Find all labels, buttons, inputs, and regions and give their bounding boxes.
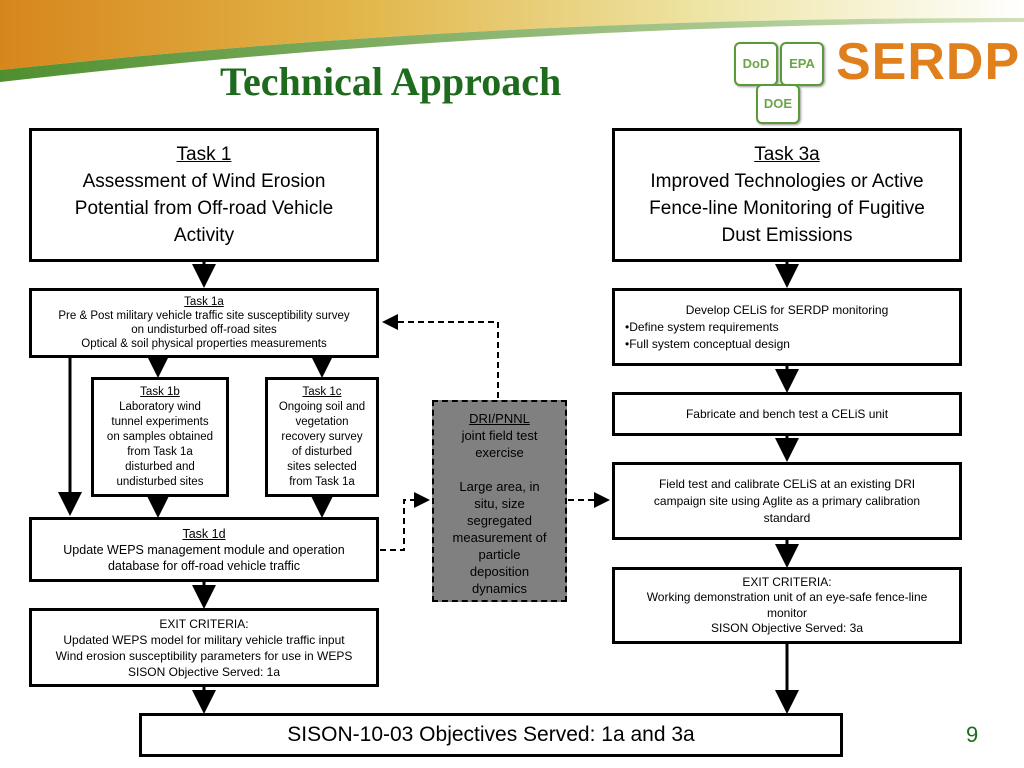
task1c-line: Ongoing soil and [278, 400, 366, 413]
dri-pnnl-line: joint field test [461, 428, 538, 443]
task1-line: Activity [173, 225, 235, 246]
page-title: Technical Approach [220, 59, 562, 104]
dri-pnnl-line: deposition [469, 564, 530, 579]
logo-serdp-text: SERDP [836, 33, 1021, 91]
left-exit-line: Updated WEPS model for military vehicle … [63, 632, 345, 647]
field-test-box: Field test and calibrate CELiS at an exi… [612, 462, 962, 540]
header-swoosh [0, 0, 1024, 82]
right-exit-line: Working demonstration unit of an eye-saf… [646, 590, 928, 604]
task1b-box: Task 1b Laboratory wind tunnel experimen… [91, 377, 229, 497]
task1a-line: Pre & Post military vehicle traffic site… [58, 310, 350, 322]
task1d-line: database for off-road vehicle traffic [107, 558, 300, 573]
task3a-label: Task 3a [754, 144, 820, 165]
dri-pnnl-line: situ, size [474, 496, 525, 511]
dri-pnnl-line: segregated [466, 513, 533, 528]
task1-box: Task 1 Assessment of Wind Erosion Potent… [29, 128, 379, 262]
dri-pnnl-line: dynamics [472, 581, 527, 596]
develop-bullet: •Define system requirements [625, 319, 779, 334]
task1b-line: Laboratory wind [119, 400, 201, 413]
left-exit-line: Wind erosion susceptibility parameters f… [55, 648, 353, 663]
right-exit-line: SISON Objective Served: 3a [710, 621, 864, 635]
right-exit-criteria-box: EXIT CRITERIA: Working demonstration uni… [612, 567, 962, 644]
field-line: Field test and calibrate CELiS at an exi… [658, 476, 916, 491]
task1c-line: recovery survey [281, 430, 363, 443]
develop-celis-box: Develop CELiS for SERDP monitoring •Defi… [612, 288, 962, 366]
task1b-line: from Task 1a [127, 445, 193, 458]
task1a-box: Task 1a Pre & Post military vehicle traf… [29, 288, 379, 358]
task1b-line: undisturbed sites [116, 475, 204, 488]
objectives-served-text: SISON-10-03 Objectives Served: 1a and 3a [287, 723, 695, 746]
task1c-line: of disturbed [291, 445, 353, 458]
task1-label: Task 1 [176, 144, 232, 165]
objectives-served-box: SISON-10-03 Objectives Served: 1a and 3a [139, 713, 843, 757]
task1d-box: Task 1d Update WEPS management module an… [29, 517, 379, 582]
logo-epa-tile: EPA [780, 42, 824, 86]
task1a-line: Optical & soil physical properties measu… [81, 338, 327, 350]
task1c-line: vegetation [295, 415, 349, 428]
page-number: 9 [966, 722, 979, 747]
task1d-label: Task 1d [182, 526, 226, 541]
task3a-line: Improved Technologies or Active [650, 171, 924, 192]
task1c-line: from Task 1a [289, 475, 355, 488]
dri-pnnl-box: DRI/PNNL joint field test exercise Large… [432, 400, 567, 602]
task1b-line: tunnel experiments [111, 415, 209, 428]
dri-pnnl-title: DRI/PNNL [469, 411, 530, 426]
task1d-line: Update WEPS management module and operat… [63, 542, 345, 557]
task1-line: Assessment of Wind Erosion [82, 171, 326, 192]
task1c-box: Task 1c Ongoing soil and vegetation reco… [265, 377, 379, 497]
task1c-label: Task 1c [302, 385, 342, 398]
logo-dod-tile: DoD [734, 42, 778, 86]
fabricate-text: Fabricate and bench test a CELiS unit [685, 407, 889, 421]
dri-pnnl-line: particle [478, 547, 521, 562]
serdp-logo: DoD EPA DOE SERDP [734, 33, 1019, 126]
develop-line: Develop CELiS for SERDP monitoring [685, 302, 889, 317]
right-exit-line: monitor [766, 605, 807, 620]
left-exit-line: SISON Objective Served: 1a [127, 664, 281, 679]
dri-pnnl-line: measurement of [452, 530, 547, 545]
task1a-label: Task 1a [184, 296, 224, 308]
right-exit-line: EXIT CRITERIA: [742, 574, 832, 589]
left-exit-criteria-box: EXIT CRITERIA: Updated WEPS model for mi… [29, 608, 379, 687]
left-exit-line: EXIT CRITERIA: [159, 616, 249, 631]
dri-pnnl-line: exercise [475, 445, 524, 460]
field-line: standard [763, 510, 811, 525]
task1-line: Potential from Off-road Vehicle [74, 198, 334, 219]
task3a-line: Dust Emissions [721, 225, 853, 246]
fabricate-box: Fabricate and bench test a CELiS unit [612, 392, 962, 436]
develop-bullet: •Full system conceptual design [625, 336, 790, 351]
task1b-label: Task 1b [140, 385, 180, 398]
dri-pnnl-line: Large area, in [459, 479, 540, 494]
task3a-box: Task 3a Improved Technologies or Active … [612, 128, 962, 262]
task1a-line: on undisturbed off-road sites [131, 324, 277, 336]
logo-doe-tile: DOE [756, 84, 800, 124]
field-line: campaign site using Aglite as a primary … [653, 493, 921, 508]
task1b-line: disturbed and [125, 460, 195, 473]
task3a-line: Fence-line Monitoring of Fugitive [649, 198, 925, 219]
task1c-line: sites selected [287, 460, 357, 473]
task1b-line: on samples obtained [106, 430, 214, 443]
